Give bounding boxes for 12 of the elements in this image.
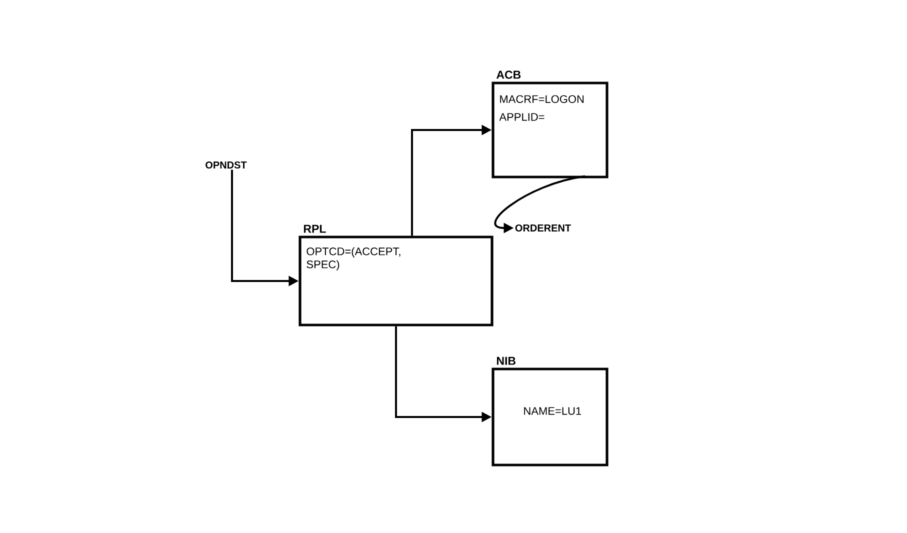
control-block-box: [298, 224, 494, 326]
box-heading: NIB: [496, 356, 516, 365]
control-block-box: [492, 356, 608, 466]
parameter-text: NAME=LU1: [524, 407, 582, 415]
macro-name: ORDERENT: [515, 224, 571, 232]
box-heading: ACB: [496, 70, 521, 79]
parameter-text: OPTCD=(ACCEPT, SPEC): [306, 247, 400, 270]
parameter-text: MACRF=LOGON: [500, 95, 584, 103]
parameter-text: APPLID=: [499, 113, 544, 121]
box-heading: RPL: [304, 224, 326, 233]
control-block-box: [492, 70, 608, 178]
macro-name: OPNDST: [206, 161, 247, 169]
